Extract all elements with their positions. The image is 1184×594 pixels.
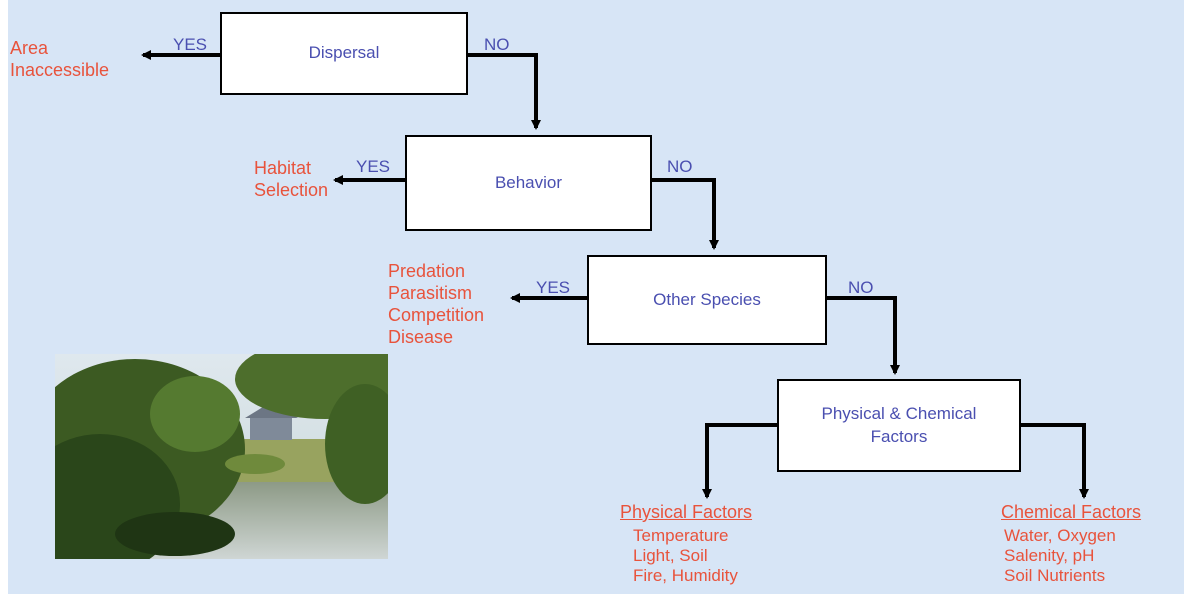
yes-label-species: YES: [536, 278, 571, 297]
outcome-area-inaccessible: Area Inaccessible: [10, 38, 110, 80]
chemical-factors-heading: Chemical Factors: [1001, 502, 1142, 522]
node-dispersal-label: Dispersal: [308, 43, 380, 63]
arrow-species-no: [827, 296, 900, 375]
pond-landscape-photo: [55, 354, 388, 559]
node-behavior: Behavior: [405, 135, 652, 231]
node-physical-chemical-label: Physical & Chemical Factors: [821, 403, 977, 446]
yes-label-behavior: YES: [356, 157, 391, 176]
node-behavior-label: Behavior: [494, 172, 563, 192]
outcome-species-interactions: Predation Parasitism Competition Disease: [388, 261, 485, 347]
arrow-physical: [702, 423, 777, 499]
physical-factors-list: Temperature Light, Soil Fire, Humidity: [633, 526, 738, 585]
yes-label-dispersal: YES: [173, 35, 208, 54]
no-label-dispersal: NO: [484, 35, 510, 54]
physical-factors-heading: Physical Factors: [620, 502, 753, 522]
outcome-habitat-selection: Habitat Selection: [254, 158, 329, 200]
no-label-behavior: NO: [667, 157, 693, 176]
node-dispersal: Dispersal: [220, 12, 468, 95]
arrow-dispersal-no: [468, 53, 541, 130]
node-other-species: Other Species: [587, 255, 827, 345]
arrow-chemical: [1021, 423, 1089, 499]
chemical-factors-list: Water, Oxygen Salenity, pH Soil Nutrient…: [1004, 526, 1116, 585]
no-label-species: NO: [848, 278, 874, 297]
node-other-species-label: Other Species: [653, 289, 761, 309]
node-physical-chemical: Physical & Chemical Factors: [777, 379, 1021, 472]
arrow-behavior-no: [652, 178, 719, 250]
